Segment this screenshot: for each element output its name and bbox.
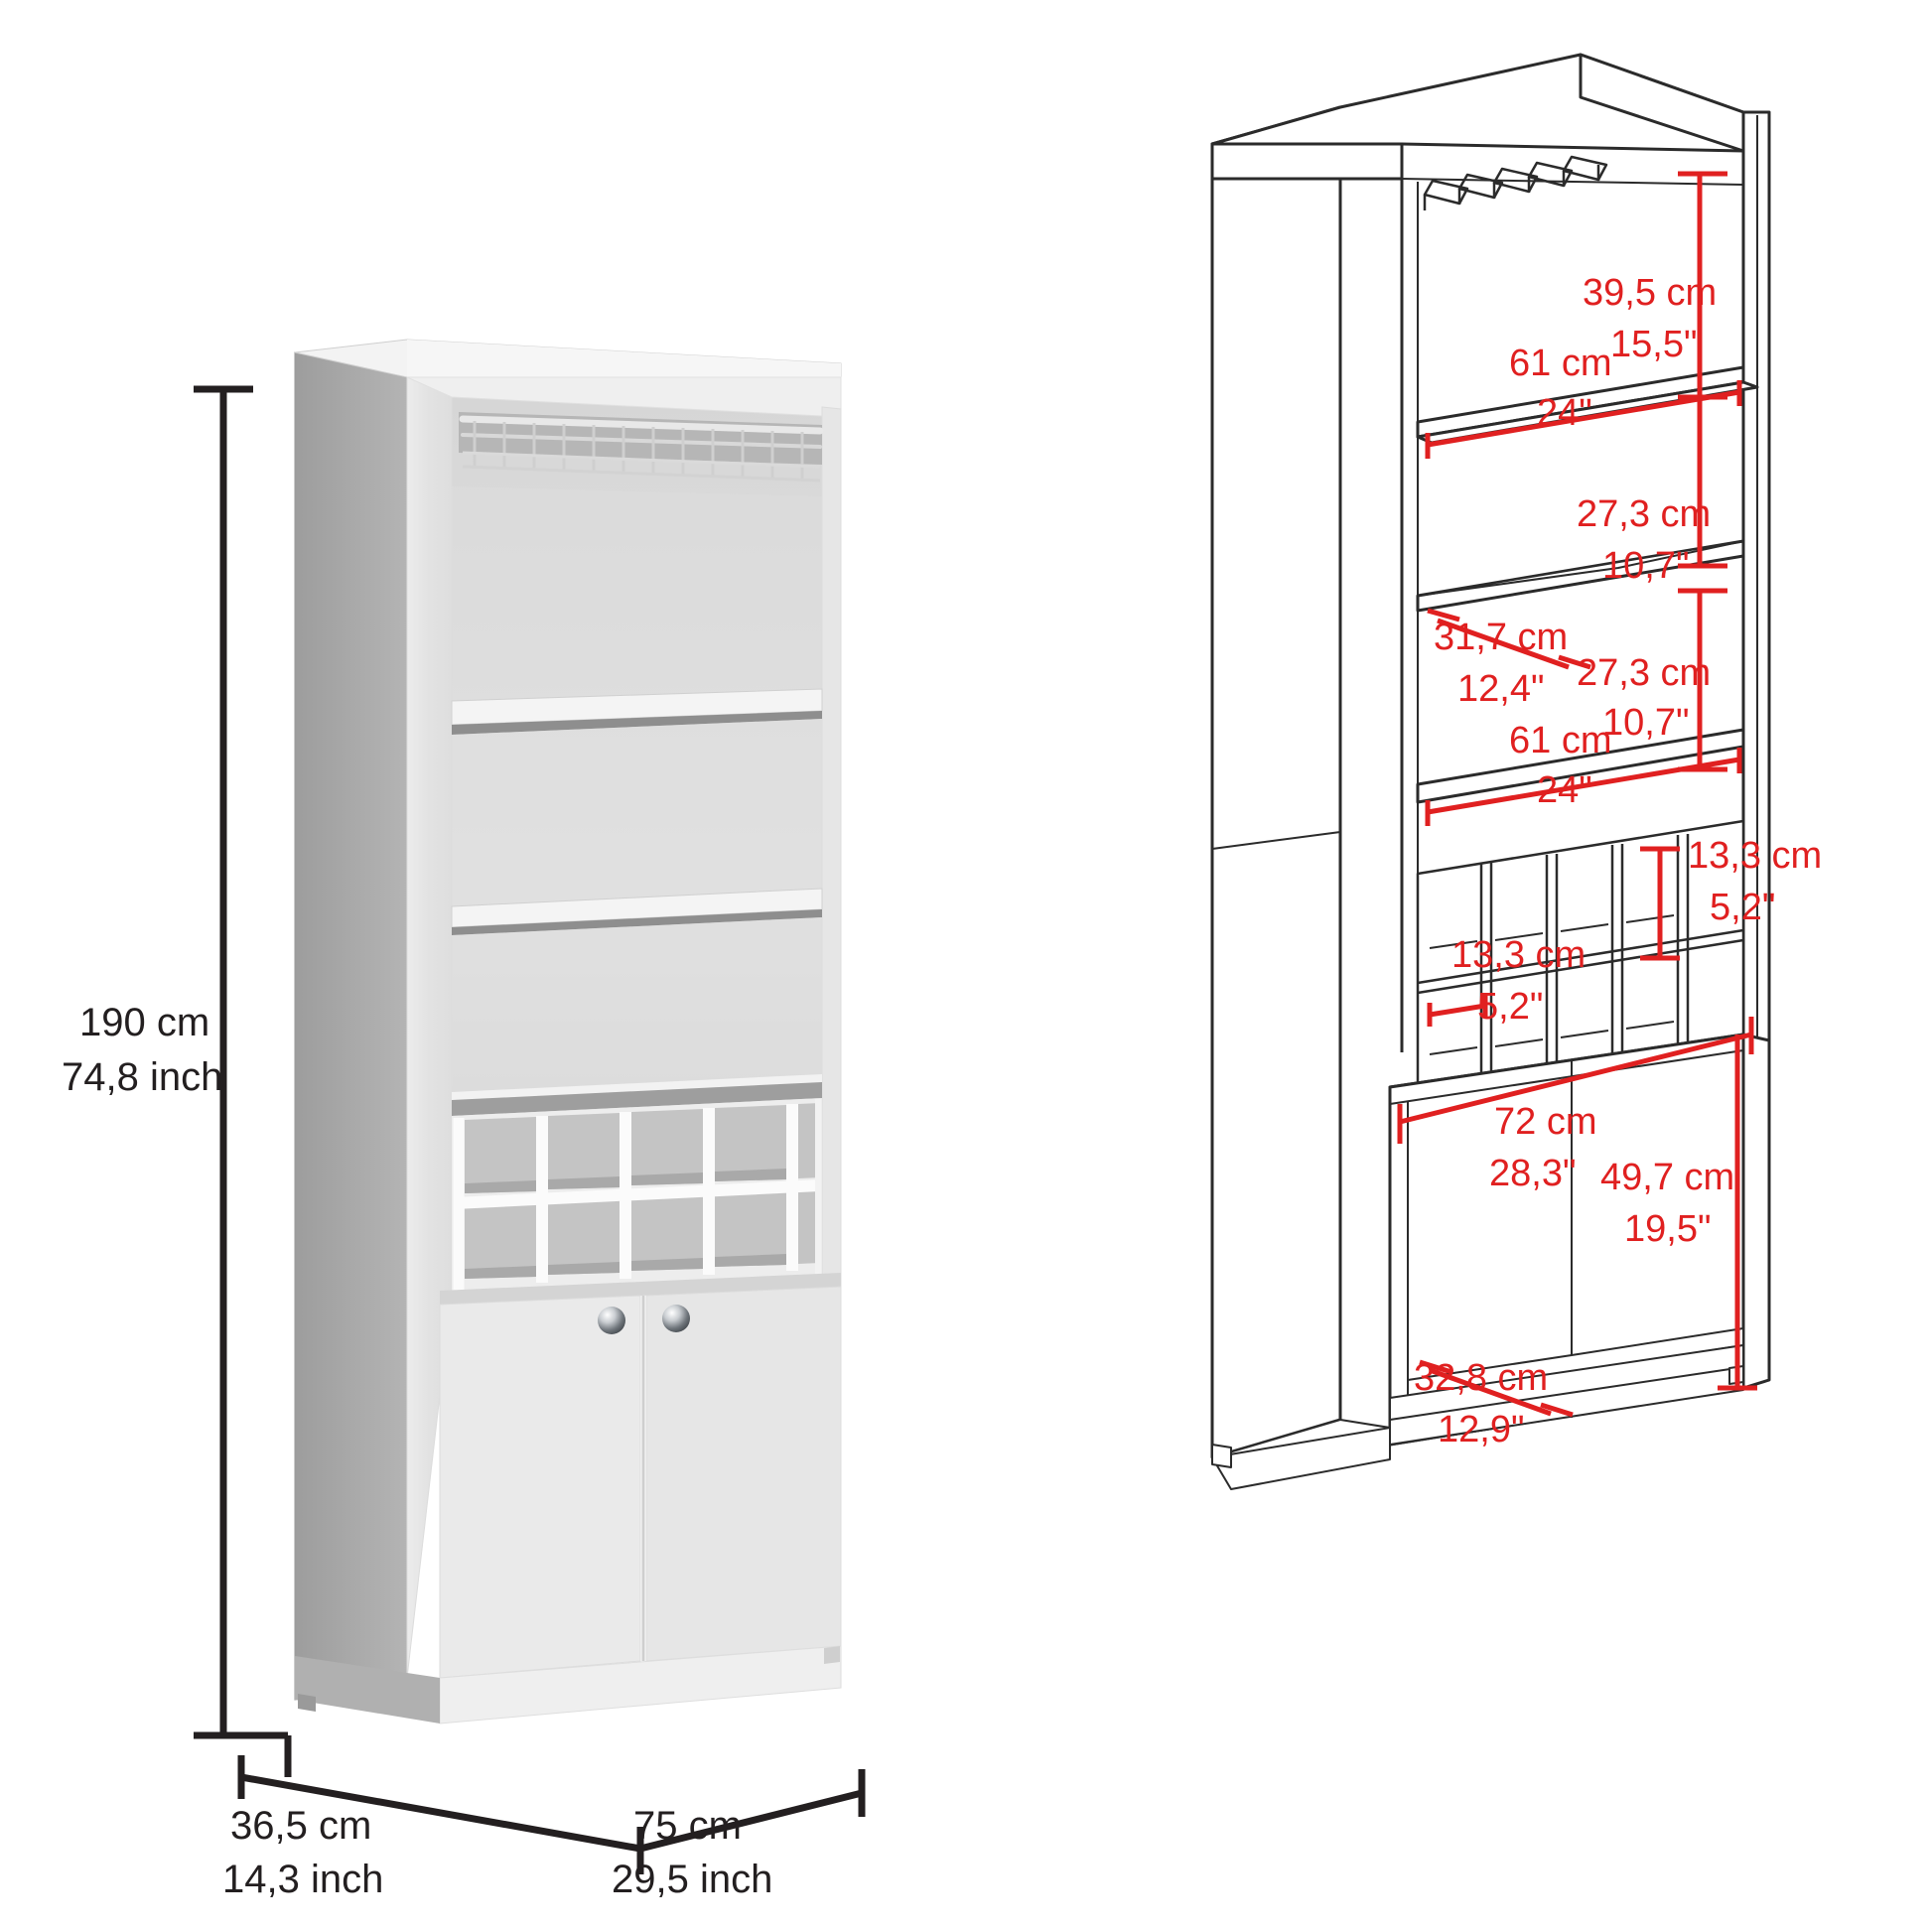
cabinet-foot-left	[298, 1694, 316, 1712]
label-d9-in: 28,3"	[1489, 1153, 1576, 1194]
open-shelf-upper	[452, 486, 822, 701]
dim-cubby-width	[1427, 994, 1488, 1027]
door-knob-right[interactable]	[662, 1305, 690, 1332]
dim-shelf-depth	[1427, 608, 1591, 670]
label-d6-in: 24"	[1537, 769, 1592, 811]
dim-cabinet-depth	[1419, 1359, 1574, 1418]
label-d6-cm: 61 cm	[1509, 720, 1611, 761]
label-d1-in: 15,5"	[1610, 324, 1697, 365]
cabinet-foot-right	[824, 1646, 840, 1664]
label-depth-inch: 14,3 inch	[222, 1858, 383, 1901]
label-d8-in: 5,2"	[1477, 986, 1543, 1028]
shelf-board-upper	[451, 688, 823, 735]
dim-shelf-width-upper	[1425, 380, 1742, 459]
label-d10-in: 19,5"	[1624, 1208, 1711, 1250]
dim-shelf-width-lower	[1425, 748, 1742, 826]
label-d5-in: 10,7"	[1602, 702, 1689, 744]
cabinet-top-cap	[294, 339, 842, 378]
tech-shelf-3	[1416, 728, 1745, 804]
label-d8-cm: 13,3 cm	[1451, 934, 1586, 976]
label-depth-cm: 36,5 cm	[230, 1804, 371, 1848]
label-d7-in: 5,2"	[1710, 887, 1775, 928]
label-d11-cm: 32,8 cm	[1414, 1357, 1548, 1399]
dim-cubby-height	[1640, 846, 1680, 961]
label-d4-in: 12,4"	[1457, 668, 1544, 710]
tech-lower-left-carcass	[1211, 1419, 1391, 1490]
label-d2-cm: 61 cm	[1509, 343, 1611, 384]
label-height-cm: 190 cm	[79, 1001, 209, 1044]
dim-shelf-height-upper	[1678, 397, 1727, 569]
label-height-inch: 74,8 inch	[62, 1055, 222, 1099]
label-d1-cm: 39,5 cm	[1583, 272, 1717, 314]
open-shelf-lower	[452, 917, 822, 1098]
dim-cabinet-height	[1718, 1035, 1757, 1391]
depth-dimension-line	[240, 1773, 641, 1853]
dim-cabinet-width	[1397, 1017, 1754, 1144]
label-width-inch: 29,5 inch	[612, 1858, 772, 1901]
label-width-cm: 75 cm	[633, 1804, 742, 1848]
label-d4-cm: 31,7 cm	[1434, 617, 1568, 658]
label-d3-in: 10,7"	[1602, 545, 1689, 587]
shelf-board-lower	[451, 888, 823, 935]
cabinet-door-left	[439, 1295, 641, 1679]
tech-lower-cabinet	[1388, 1033, 1771, 1447]
label-d11-in: 12,9"	[1438, 1409, 1524, 1450]
open-shelf-middle	[452, 719, 822, 906]
label-d7-cm: 13,3 cm	[1688, 835, 1822, 877]
label-d10-cm: 49,7 cm	[1600, 1157, 1734, 1198]
label-d2-in: 24"	[1537, 392, 1592, 434]
label-d9-cm: 72 cm	[1494, 1101, 1596, 1143]
lower-cabinet	[295, 1273, 842, 1725]
wine-cubby-grid	[452, 1074, 822, 1293]
width-dimension-line	[639, 1789, 863, 1853]
door-knob-left[interactable]	[598, 1307, 625, 1334]
tech-stemware-rail	[1423, 155, 1608, 210]
label-d3-cm: 27,3 cm	[1577, 493, 1711, 535]
stemware-rack	[459, 412, 824, 483]
label-d5-cm: 27,3 cm	[1577, 652, 1711, 694]
